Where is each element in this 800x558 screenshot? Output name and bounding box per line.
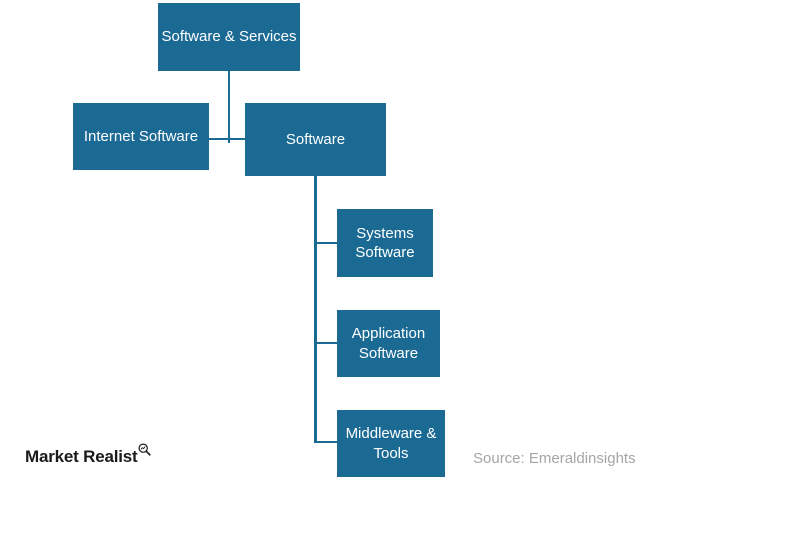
node-application-software-label: Application Software	[351, 325, 426, 362]
node-internet-software: Internet Software	[73, 103, 209, 170]
node-application-software: Application Software	[337, 310, 440, 377]
connector-spine-to-systems	[314, 242, 337, 244]
node-software-and-services-label: Software & Services	[161, 28, 297, 46]
node-software-and-services: Software & Services	[158, 3, 300, 71]
node-internet-software-label: Internet Software	[83, 127, 199, 145]
node-middleware-tools: Middleware & Tools	[337, 410, 445, 477]
magnifier-chart-icon	[138, 443, 152, 456]
connector-software-spine	[314, 176, 317, 443]
node-software: Software	[245, 103, 386, 176]
brand-logo: Market Realist	[25, 443, 152, 467]
connector-spine-to-middleware	[314, 441, 337, 443]
connector-internet-to-software	[209, 138, 245, 140]
connector-spine-to-application	[314, 342, 337, 344]
node-systems-software-label: Systems Software	[355, 224, 415, 262]
node-software-label: Software	[285, 130, 346, 148]
brand-logo-text: Market Realist	[25, 447, 138, 466]
node-systems-software: Systems Software	[337, 209, 433, 277]
source-attribution: Source: Emeraldinsights	[473, 450, 636, 467]
connector-root-down	[228, 71, 230, 143]
node-middleware-tools-label: Middleware & Tools	[345, 425, 437, 462]
